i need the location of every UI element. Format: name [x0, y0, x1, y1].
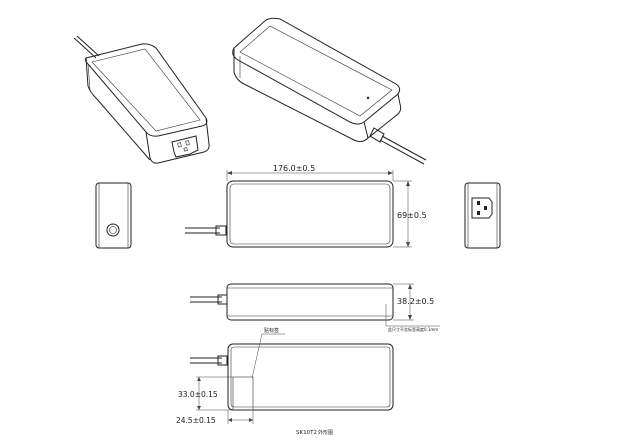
label-callout: 贴标签: [264, 327, 279, 334]
caption-view: 外形图: [318, 429, 333, 436]
width-dimension: 69±0.5: [397, 211, 427, 220]
end-view-dc-output: [95, 182, 132, 249]
led-indicator-icon: [366, 96, 370, 100]
top-view: 176.0±0.5 69±0.5: [185, 164, 427, 248]
height-note: 此尺寸不含标签高度0.1mm: [388, 326, 438, 332]
length-dimension: 176.0±0.5: [273, 164, 315, 173]
end-view-ac-inlet: [464, 182, 501, 249]
iec-inlet-icon: [171, 135, 199, 158]
height-dimension: 38.2±0.5: [397, 297, 434, 306]
iec-c14-inlet-icon: [471, 197, 493, 219]
label-offset-vertical: 33.0±0.15: [178, 390, 218, 399]
side-view: 38.2±0.5 此尺寸不含标签高度0.1mm: [190, 283, 440, 332]
dc-socket-icon: [106, 223, 120, 237]
drawing-caption: SK10T2 外形图: [296, 429, 333, 436]
label-area: [232, 376, 254, 411]
caption-model: SK10T2: [296, 430, 317, 436]
label-offset-horizontal: 24.5±0.15: [176, 416, 216, 425]
isometric-view-cable-side: [232, 17, 427, 165]
isometric-view-inlet-side: [73, 35, 210, 164]
bottom-view: 贴标签 33.0±0.15 24.5±0.15: [176, 327, 394, 425]
